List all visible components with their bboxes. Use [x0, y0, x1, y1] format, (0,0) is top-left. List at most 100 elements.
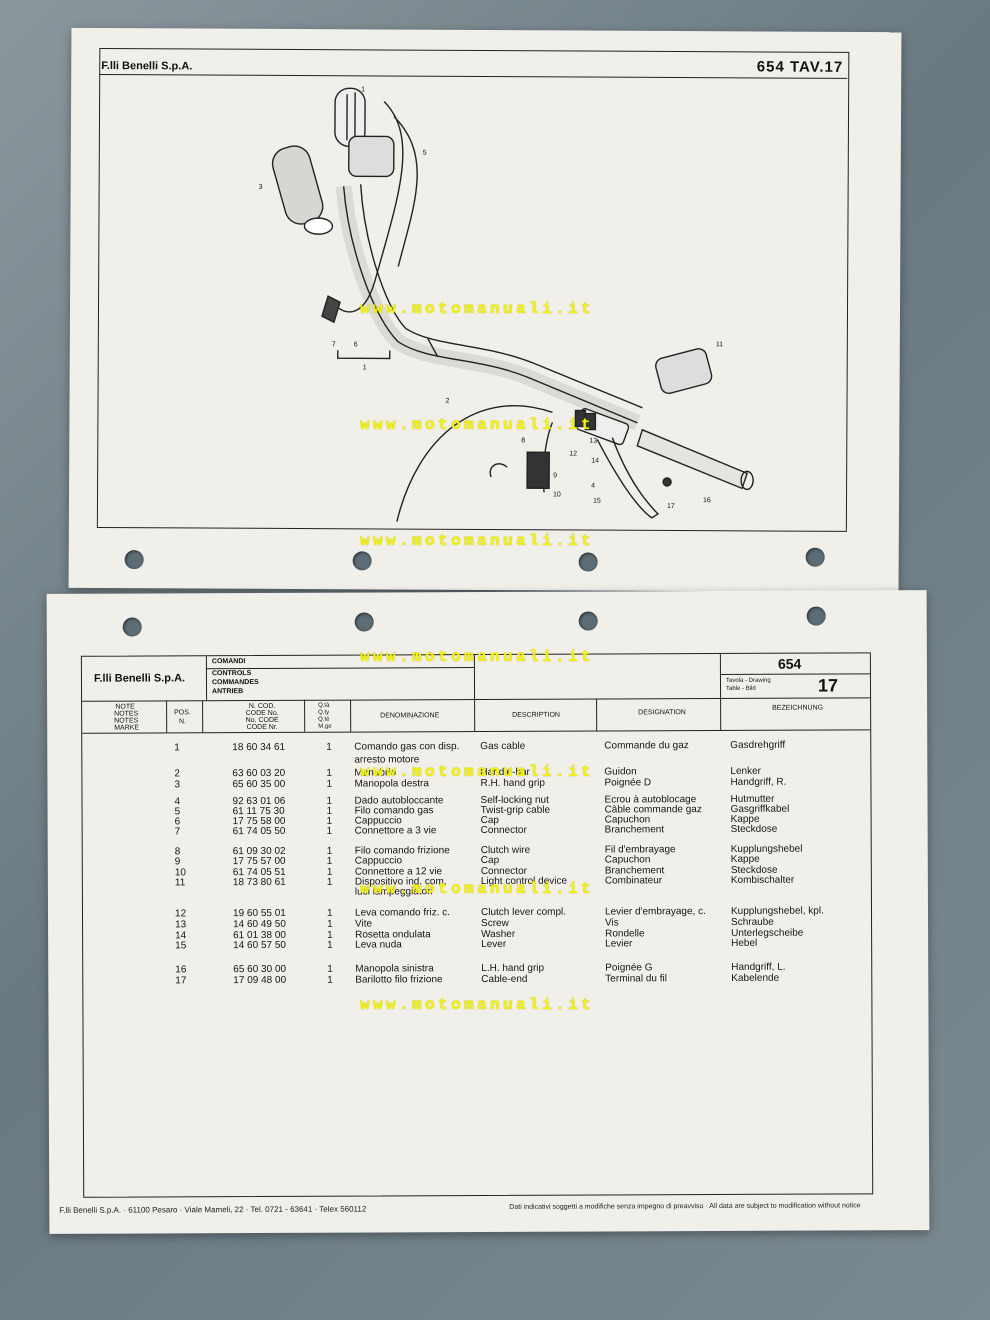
callout-2: 2	[446, 398, 450, 405]
cell-fr: Commande du gaz	[604, 740, 689, 752]
cell-de: Kabelende	[731, 972, 780, 984]
binder-hole	[806, 606, 826, 626]
watermark: www.motomanuali.it	[360, 416, 595, 434]
callout-9: 9	[553, 472, 557, 479]
cell-fr: Branchement	[604, 824, 665, 836]
designation-header: DESIGNATION	[638, 709, 686, 717]
cell-de: Schraube	[731, 916, 774, 928]
cell-en: Connector	[480, 824, 527, 837]
binder-hole	[578, 611, 598, 631]
footer-address: F.lli Benelli S.p.A. · 61100 Pesaro · Vi…	[59, 1204, 367, 1215]
cell-pos: 16	[175, 964, 187, 976]
cell-fr: Poignée D	[604, 777, 652, 789]
cell-de: Lenker	[730, 765, 761, 777]
cell-fr: Levier d'embrayage, c.	[604, 906, 706, 918]
company-name: F.lli Benelli S.p.A.	[101, 59, 193, 73]
table-label-2: Table - Bild	[726, 685, 756, 692]
watermark: www.motomanuali.it	[360, 763, 595, 781]
cell-code: 17 75 57 00	[232, 855, 286, 868]
callout-6: 6	[354, 341, 358, 348]
parts-table: F.lli Benelli S.p.A. COMANDI CONTROLS CO…	[80, 652, 874, 1198]
callout-5: 5	[423, 150, 427, 157]
cell-de: Hebel	[731, 937, 758, 949]
model-number: 654	[777, 655, 802, 672]
cell-it: Connettore a 3 vie	[354, 825, 437, 837]
cell-it: Leva nuda	[355, 939, 402, 951]
cell-pos: 15	[175, 940, 187, 952]
callout-17: 17	[667, 503, 675, 510]
notes-header: NOTE NOTES NOTES MARKE	[114, 703, 140, 732]
table-label-1: Tavola - Drawing	[725, 677, 771, 684]
cell-qty: 1	[326, 767, 332, 779]
description-header: DESCRIPTION	[512, 711, 561, 719]
cell-de: Gasdrehgriff	[730, 739, 786, 751]
binder-hole	[805, 547, 825, 567]
drawing-sheet: F.lli Benelli S.p.A. 654 TAV.17	[68, 27, 902, 593]
cell-en: Lever	[481, 938, 507, 951]
bezeichnung-header: BEZEICHNUNG	[772, 704, 824, 712]
callout-3: 3	[259, 184, 263, 191]
cell-qty: 1	[326, 855, 333, 867]
cell-en: Screw	[481, 917, 509, 930]
callout-14: 14	[591, 458, 599, 465]
footer-disclaimer: Dati indicativi soggetti a modifiche sen…	[509, 1202, 861, 1211]
cell-en: Cap	[480, 854, 500, 867]
cell-qty: 1	[326, 778, 333, 790]
cell-it: Manopola sinistra	[355, 963, 434, 975]
callout-15: 15	[593, 498, 601, 505]
group-en: CONTROLS	[211, 670, 252, 678]
callout-13: 13	[589, 438, 597, 445]
callout-16: 16	[703, 497, 711, 504]
cell-qty: 1	[326, 907, 333, 919]
cell-de: Handgriff, R.	[730, 776, 787, 788]
cell-fr: Vis	[605, 917, 619, 929]
cell-code: 14 60 57 50	[233, 939, 286, 952]
cell-code: 17 09 48 00	[233, 974, 287, 987]
watermark: www.motomanuali.it	[360, 300, 595, 318]
cell-fr: Poignée G	[605, 962, 653, 974]
qty-header: Q.tà Q.ty Q.té M.ge	[318, 702, 332, 730]
handlebar-exploded-diagram: 1 2 3 4 5 6 7 8 9 10 11 12 13 14 15 16 1…	[259, 86, 754, 522]
watermark: www.motomanuali.it	[360, 648, 595, 666]
callout-11: 11	[716, 341, 723, 348]
group-fr: COMMANDES	[211, 678, 259, 687]
watermark: www.motomanuali.it	[360, 880, 595, 898]
callout-1: 1	[361, 86, 365, 93]
cell-de: Kupplungshebel, kpl.	[730, 905, 824, 917]
cell-fr: Terminal du fil	[605, 973, 668, 985]
callout-7: 7	[332, 341, 336, 348]
cell-code: 65 60 35 00	[232, 778, 286, 791]
cell-pos: 17	[175, 975, 187, 987]
cell-fr: Levier	[605, 938, 633, 950]
cell-qty: 1	[327, 963, 333, 975]
cell-code: 63 60 03 20	[232, 767, 286, 780]
cell-it: Barilotto filo frizione	[355, 974, 443, 986]
switch-housing	[348, 135, 395, 178]
cell-qty: 1	[327, 918, 333, 930]
cell-de: Steckdose	[730, 823, 778, 835]
cell-pos: 12	[174, 908, 187, 920]
right-hand-grip	[271, 145, 334, 235]
table-number: 17	[817, 675, 839, 696]
callout-4: 4	[591, 483, 595, 490]
watermark: www.motomanuali.it	[360, 996, 595, 1014]
cell-it: Vite	[355, 918, 373, 930]
group-it: COMANDI	[211, 658, 246, 666]
cell-en: Gas cable	[480, 740, 526, 753]
cell-code: 61 74 05 50	[232, 825, 286, 838]
denominazione-header: DENOMINAZIONE	[380, 712, 440, 720]
callout-12: 12	[569, 450, 577, 457]
cell-fr: Guidon	[604, 766, 637, 778]
cell-code: 18 60 34 61	[232, 741, 286, 754]
cell-de: Kappe	[730, 853, 760, 865]
cell-code: 14 60 49 50	[233, 918, 286, 931]
binder-hole	[124, 550, 144, 570]
callout-8: 8	[521, 437, 525, 444]
cell-pos: 2	[174, 768, 180, 780]
binder-hole	[354, 612, 374, 632]
left-switch	[655, 348, 713, 394]
cell-qty: 1	[326, 825, 333, 837]
